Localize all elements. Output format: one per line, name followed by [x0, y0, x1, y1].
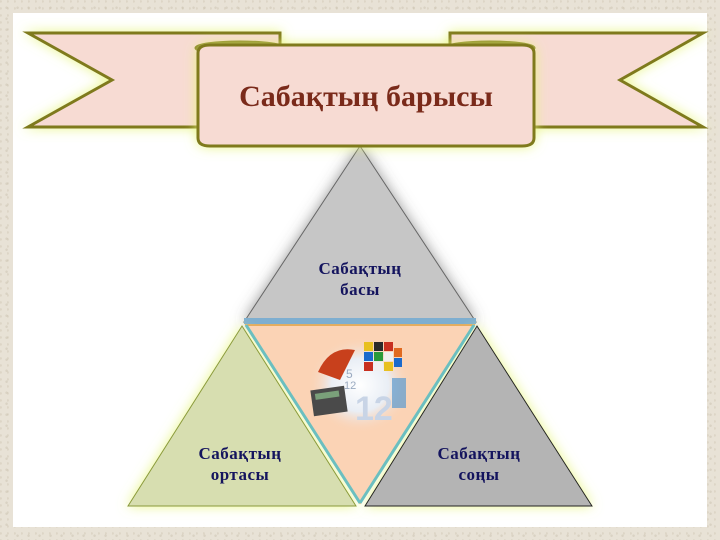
triangle-right-label: Сабақтың соңы [414, 443, 544, 485]
triangle-left-label-line2: ортасы [210, 465, 270, 484]
triangle-left [127, 325, 357, 507]
ribbon-front-banner [196, 43, 536, 148]
svg-text:5: 5 [346, 367, 353, 381]
svg-text:12: 12 [355, 390, 393, 428]
triangle-top-label-line1: Сабақтың [318, 259, 402, 278]
triangle-top-label: Сабақтың басы [290, 258, 430, 300]
triangle-left-label: Сабақтың ортасы [175, 443, 305, 485]
triangle-top-label-line2: басы [340, 280, 380, 299]
page-title: Сабақтың барысы [239, 80, 493, 113]
triangle-right-label-line1: Сабақтың [437, 444, 521, 463]
svg-text:12: 12 [344, 380, 356, 392]
math-collage-image: 5 12 12 [308, 337, 412, 433]
triangle-right-label-line2: соңы [458, 465, 500, 484]
triangle-right [364, 325, 593, 507]
triangle-left-label-line1: Сабақтың [198, 444, 282, 463]
top-triangle-base-band [244, 318, 476, 324]
